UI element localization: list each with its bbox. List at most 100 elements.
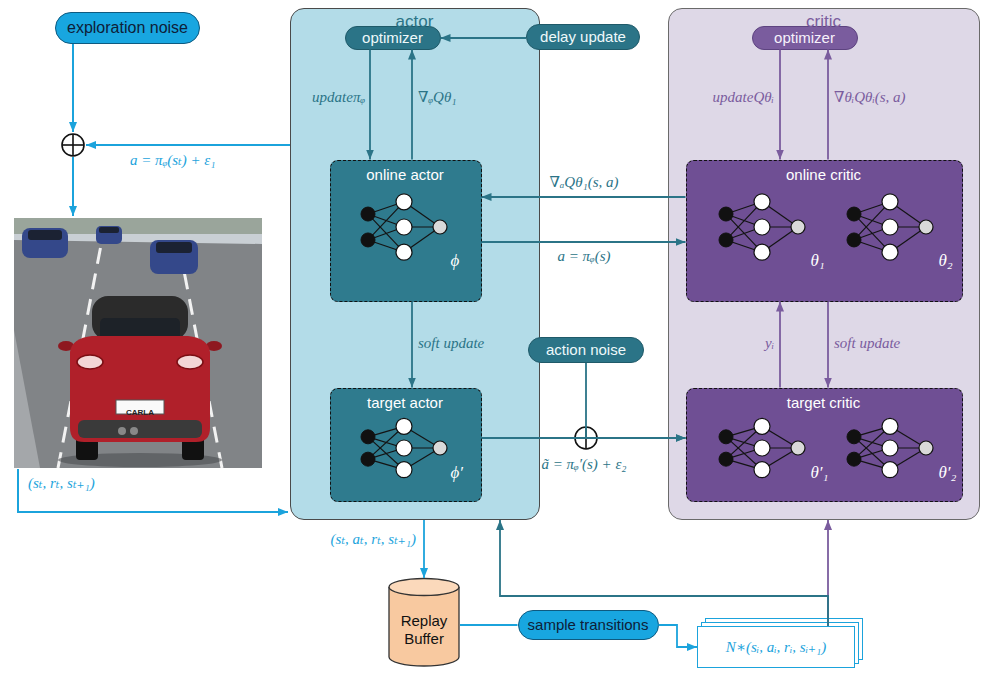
env-wires bbox=[18, 44, 290, 512]
net-output bbox=[433, 441, 447, 455]
net-input bbox=[719, 232, 733, 246]
text-holder: (sₜ, aₜ, rₜ, sₜ₊₁) bbox=[331, 530, 416, 548]
edge-label: ã = πᵩ′(s) + ε₂ bbox=[541, 456, 626, 472]
net-hidden bbox=[396, 440, 412, 456]
plate-text: CARLA bbox=[126, 408, 154, 417]
net-input bbox=[361, 452, 375, 466]
batch-label: N∗(sᵢ, aᵢ, rᵢ, sᵢ₊₁) bbox=[726, 638, 826, 656]
box-title: target actor bbox=[367, 394, 443, 411]
pill-label: sample transitions bbox=[528, 616, 649, 634]
target-critic-box: target critic θ′₁ θ′₂ bbox=[686, 388, 963, 502]
edge-label: updateπᵩ bbox=[312, 89, 365, 105]
scene-sidewalk bbox=[14, 330, 40, 468]
net-input bbox=[719, 429, 733, 443]
car-body bbox=[70, 336, 210, 442]
action-to-env-wire bbox=[72, 157, 74, 216]
text-holder: online critic bbox=[786, 166, 861, 184]
sum-plus bbox=[585, 427, 587, 449]
connector bbox=[369, 50, 371, 160]
connector bbox=[500, 520, 828, 626]
text-holder: soft update bbox=[834, 334, 900, 352]
net-output bbox=[919, 441, 933, 455]
far-car-window bbox=[28, 230, 62, 240]
exhaust bbox=[130, 427, 138, 435]
text-holder: yᵢ bbox=[765, 334, 774, 352]
net-input bbox=[847, 452, 861, 466]
car-taillight bbox=[77, 355, 103, 369]
connector bbox=[482, 437, 686, 439]
net-input bbox=[719, 452, 733, 466]
edge-label: ∇ₐQθ₁(s, a) bbox=[549, 174, 618, 190]
panel-title: actor bbox=[396, 12, 434, 31]
text-holder: updateπᵩ bbox=[312, 88, 365, 106]
neural-net bbox=[845, 191, 935, 263]
net-hidden bbox=[754, 461, 770, 477]
observation-wire bbox=[18, 469, 288, 512]
cylinder-body bbox=[389, 587, 459, 666]
connector bbox=[779, 302, 781, 388]
text-holder: ϕ bbox=[451, 251, 460, 271]
pill-label: optimizer bbox=[362, 29, 423, 47]
actor-panel: actoroptimizeronline actorϕtarget actorϕ… bbox=[290, 8, 540, 520]
neural-net bbox=[717, 191, 807, 263]
car-roof bbox=[92, 296, 188, 340]
parameter-symbol: θ₁ bbox=[811, 251, 825, 270]
carla-scene bbox=[14, 218, 262, 468]
parameter-symbol: ϕ bbox=[451, 251, 460, 270]
parameter-symbol: θ′₁ bbox=[811, 463, 829, 482]
net-hidden bbox=[882, 461, 898, 477]
edge-label: ∇θᵢQθᵢ(s, a) bbox=[834, 89, 906, 105]
far-car bbox=[22, 228, 68, 258]
net-hidden bbox=[396, 244, 412, 260]
optimizer-pill: optimizer bbox=[752, 26, 858, 50]
formula-label: a = πᵩ(sₜ) + ε₁ bbox=[130, 152, 216, 168]
net-hidden bbox=[396, 418, 412, 434]
connector bbox=[586, 363, 686, 438]
edge-label: (sₜ, aₜ, rₜ, sₜ₊₁) bbox=[331, 531, 416, 547]
connector bbox=[779, 50, 781, 160]
pill-label: exploration noise bbox=[67, 18, 188, 37]
edge-label: soft update bbox=[418, 335, 484, 351]
text-holder: updateQθᵢ bbox=[713, 88, 774, 106]
online-critic-box: online criticθ₁θ₂ bbox=[686, 160, 963, 302]
box-title: online critic bbox=[786, 166, 861, 183]
parameter-symbol: θ′₂ bbox=[939, 463, 957, 482]
noise-pill: exploration noise bbox=[55, 12, 200, 44]
net-hidden bbox=[754, 219, 770, 235]
critic-panel: criticoptimizeronline criticθ₁θ₂target c… bbox=[668, 8, 980, 520]
text-holder: online actor bbox=[366, 166, 444, 184]
net-hidden bbox=[882, 219, 898, 235]
net-hidden bbox=[882, 193, 898, 209]
net-input bbox=[361, 429, 375, 443]
net-hidden bbox=[882, 244, 898, 260]
net-output bbox=[791, 220, 805, 234]
pill-label: delay update bbox=[540, 28, 626, 46]
text-holder: (sₜ, rₜ, sₜ₊₁) bbox=[28, 474, 95, 492]
text-holder: target actor bbox=[367, 394, 443, 412]
connector bbox=[827, 520, 829, 626]
far-car bbox=[96, 226, 122, 244]
pill-label: action noise bbox=[546, 341, 626, 359]
box-title: target critic bbox=[787, 394, 860, 411]
noise-wire bbox=[72, 44, 74, 132]
net-output bbox=[791, 441, 805, 455]
panel-title: critic bbox=[806, 12, 841, 31]
text-holder: soft update bbox=[418, 334, 484, 352]
connector bbox=[411, 302, 413, 388]
net-hidden bbox=[882, 418, 898, 434]
connector bbox=[482, 196, 686, 198]
text-holder: a = πᵩ(s) bbox=[557, 247, 610, 265]
text-holder: ∇ᵩQθ₁ bbox=[418, 88, 456, 106]
text-holder: N∗(sᵢ, aᵢ, rᵢ, sᵢ₊₁) bbox=[697, 626, 855, 668]
connector bbox=[460, 624, 518, 626]
connector bbox=[411, 50, 413, 160]
edge-label: yᵢ bbox=[765, 335, 774, 351]
far-car-window bbox=[99, 227, 119, 233]
box-title: online actor bbox=[366, 166, 444, 183]
net-input bbox=[847, 429, 861, 443]
net-input bbox=[847, 207, 861, 221]
sum-circle bbox=[575, 427, 597, 449]
action-wire bbox=[86, 144, 290, 146]
net-hidden bbox=[396, 193, 412, 209]
